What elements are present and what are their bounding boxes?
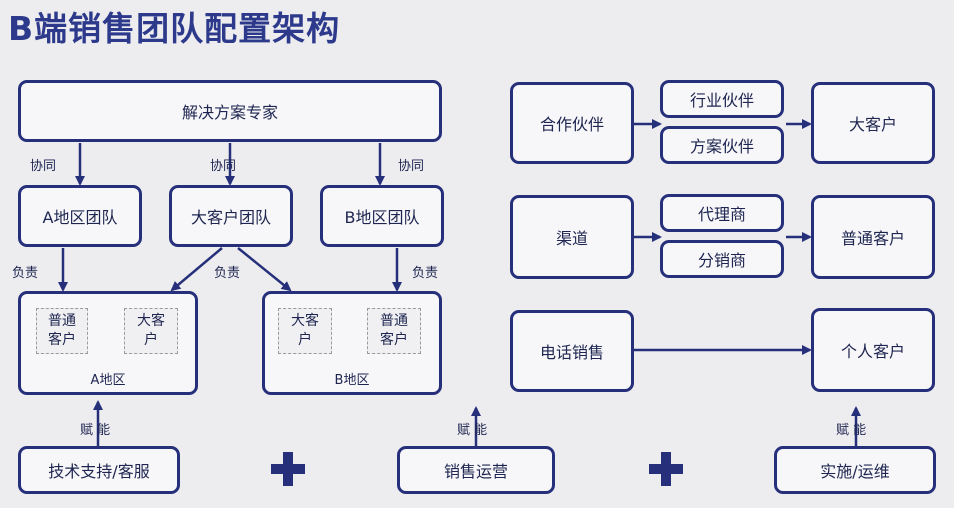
region-b-label: B地区 [334,373,370,388]
region-b-key-customer: 大客 户 [278,308,332,354]
key-customer-box: 大客户 [811,82,935,164]
page-title: B端销售团队配置架构 [8,9,341,48]
agent-box: 代理商 [660,194,784,232]
distributor-box: 分销商 [660,240,784,278]
channel-box: 渠道 [510,195,634,279]
partner-box: 合作伙伴 [510,82,634,164]
solution-partner-box: 方案伙伴 [660,126,784,164]
sales-ops-box: 销售运营 [397,446,555,494]
team-b-box: B地区团队 [320,185,444,247]
enable-label-tech: 赋 能 [80,423,111,438]
enable-label-ops: 赋 能 [457,423,488,438]
responsible-label-b: 负责 [412,266,439,281]
collab-label-a: 协同 [30,159,57,174]
region-b-normal-customer: 普通 客户 [367,308,421,354]
telesales-box: 电话销售 [510,310,634,392]
responsible-label-a: 负责 [12,266,39,281]
region-a-key-customer: 大客 户 [124,308,178,354]
responsible-label-key: 负责 [214,266,241,281]
collab-label-key: 协同 [210,159,237,174]
key-account-team-box: 大客户团队 [169,185,293,247]
arrow-key-team-to-region-b [237,247,292,292]
region-a-label: A地区 [90,373,126,388]
plus-icon-1 [271,452,305,486]
industry-partner-box: 行业伙伴 [660,80,784,118]
arrow-key-team-to-region-a [170,247,223,292]
normal-customer-box: 普通客户 [811,195,935,279]
enable-label-impl: 赋 能 [836,423,867,438]
region-a-normal-customer: 普通 客户 [36,308,88,354]
plus-icon-2 [649,452,683,486]
solution-expert-box: 解决方案专家 [18,80,442,142]
team-a-box: A地区团队 [18,185,142,247]
personal-customer-box: 个人客户 [811,308,935,392]
implementation-ops-box: 实施/运维 [774,446,936,494]
collab-label-b: 协同 [398,159,425,174]
tech-support-box: 技术支持/客服 [18,446,180,494]
